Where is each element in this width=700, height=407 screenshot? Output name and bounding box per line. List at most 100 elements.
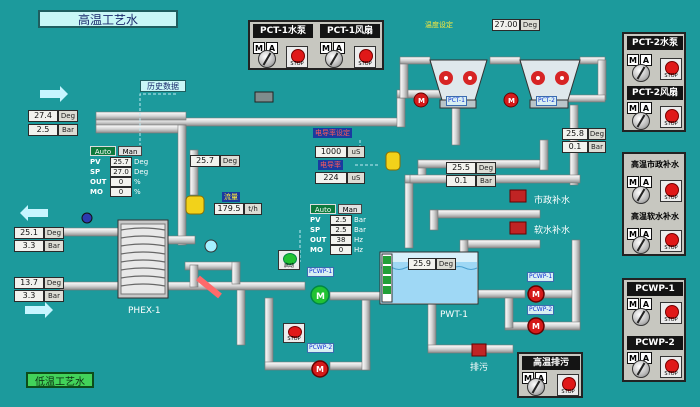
svg-text:M: M [508,97,515,105]
actuator-icon [254,91,274,103]
pid-row-value: 25.7 [110,157,132,167]
pcwp-2-selector-knob[interactable] [632,360,650,378]
svg-text:M: M [316,292,325,302]
valve-yellow-top [185,151,401,215]
pid-row-value[interactable]: 27.0 [110,167,132,177]
pct-2-pump-title: PCT-2水泵 [627,36,683,50]
pid-row-label: SP [90,168,101,176]
pid-row-unit: % [134,178,141,186]
pcwp-2-tag: PCWP-2 [307,343,335,353]
flow-value: 179.5 [214,203,244,215]
heat-exchanger-phex-1 [117,219,169,299]
conductivity-setpoint-value[interactable]: 1000 [315,146,347,158]
pcwp-1-tag: PCWP-1 [307,267,335,277]
pct-1-fan-title: PCT-1风扇 [320,24,380,38]
drain-stop-button[interactable]: STOP [557,374,579,396]
drain-title: 高温排污 [522,356,580,370]
low-temp-water-nav-button[interactable]: 低温工艺水 [26,372,94,388]
pid-row-label: MO [310,246,323,254]
soft-makeup-title: 高温软水补水 [626,210,684,224]
drain-label: 排污 [470,363,489,373]
pct-2-pump-stop-button[interactable]: STOP [660,58,682,80]
pct-1-pump-selector-knob[interactable] [258,50,276,68]
pump-tank-2-stopped: M [527,317,545,335]
soft-makeup-selector-knob[interactable] [632,236,650,254]
pid-row-unit: Deg [134,158,149,166]
hx-outlet-press-unit: Bar [44,240,64,252]
pct-2-control-panel: PCT-2水泵 M A STOP PCT-2风扇 M A STOP [622,32,686,132]
makeup-temp-value: 25.5 [446,162,476,174]
pct-2-fan-stop-button[interactable]: STOP [660,106,682,128]
inlet-press-value: 2.5 [28,124,58,136]
pct-1-fan-stop-button[interactable]: STOP [354,46,376,68]
tower-outlet-press-value: 0.1 [562,141,588,153]
pct-1-control-panel: PCT-1水泵 PCT-1风扇 M A STOP M A STOP [248,20,384,70]
hx-outlet-temp-unit: Deg [44,227,64,239]
temp-pid-man-button[interactable]: Man [118,146,142,156]
pct-1-fan-selector-knob[interactable] [325,50,343,68]
pump-tower-2-stopped: M [503,92,519,108]
drain-selector-knob[interactable] [527,378,545,396]
pid-row-unit: Bar [354,216,366,224]
temp-setpoint-label: 温度设定 [425,21,453,29]
conductivity-setpoint-label: 电导率设定 [313,128,352,138]
pct-2-pump-selector-knob[interactable] [632,64,650,82]
pcwp-1-manual-button[interactable]: M [627,298,639,310]
svg-text:M: M [532,290,540,299]
tower-outlet-temp-unit: Deg [588,128,606,140]
press-pid-auto-button[interactable]: Auto [310,204,336,214]
tower-outlet-press-unit: Bar [588,141,606,153]
inlet-press-unit: Bar [58,124,78,136]
history-data-button[interactable]: 历史数据 [140,80,186,92]
pct-1-tag: PCT-1 [446,96,467,106]
pump-pcwp-2-stopped: M [311,360,329,378]
hx-return-press-value: 3.3 [14,290,44,302]
hx-outlet-temp-value: 25.1 [14,227,44,239]
svg-text:M: M [418,97,425,105]
pump-tank-1-stopped: M [527,285,545,303]
conductivity-unit: uS [347,172,365,184]
pid-row-value[interactable]: 0 [330,245,352,255]
city-makeup-selector-knob[interactable] [632,186,650,204]
temp-pid-auto-button[interactable]: Auto [90,146,116,156]
pct-1-pump-title: PCT-1水泵 [253,24,313,38]
tower-outlet-temp-value: 25.8 [562,128,588,140]
pcwp-2-stop-local-button[interactable]: STOP [283,323,305,343]
pid-row-unit: Hz [354,246,363,254]
pct-2-fan-selector-knob[interactable] [632,112,650,130]
flow-label: 流量 [222,192,240,202]
valve-diagonal [196,275,222,299]
pct-2-fan-manual-button[interactable]: M [627,102,639,114]
pcwp-1-start-button[interactable]: 启动 [278,250,300,270]
phex-1-label: PHEX-1 [128,306,161,316]
tank-temp-value: 25.9 [408,258,436,270]
pct-1-pump-stop-button[interactable]: STOP [286,46,308,68]
pct-2-pump-manual-button[interactable]: M [627,54,639,66]
city-makeup-manual-button[interactable]: M [627,176,639,188]
makeup-press-unit: Bar [476,175,496,187]
soft-makeup-stop-button[interactable]: STOP [660,230,682,252]
conductivity-label: 电导率 [318,160,343,170]
cooling-tower-pct-2 [519,59,581,109]
pid-row-value: 2.5 [330,215,352,225]
temp-setpoint-unit: Deg [520,19,540,31]
temp-setpoint-value[interactable]: 27.00 [492,19,520,31]
pcwp-1-selector-knob[interactable] [632,308,650,326]
press-pid-man-button[interactable]: Man [338,204,362,214]
pid-row-unit: % [134,188,141,196]
pcwp-2-stop-button[interactable]: STOP [660,356,682,378]
hx-return-press-unit: Bar [44,290,64,302]
hx-return-temp-unit: Deg [44,277,64,289]
pcwp-1-right-tag: PCWP-1 [527,272,555,282]
conductivity-setpoint-unit: uS [347,146,365,158]
supply-temp-unit: Deg [220,155,240,167]
pid-row-value[interactable]: 2.5 [330,225,352,235]
city-makeup-stop-button[interactable]: STOP [660,180,682,202]
makeup-temp-unit: Deg [476,162,496,174]
temp-sensor-icon [81,212,93,224]
supply-temp-value: 25.7 [190,155,220,167]
pcwp-1-stop-button[interactable]: STOP [660,302,682,324]
pid-row-value[interactable]: 0 [110,187,132,197]
pwt-1-label: PWT-1 [440,310,468,320]
pressure-gauge [204,239,218,253]
